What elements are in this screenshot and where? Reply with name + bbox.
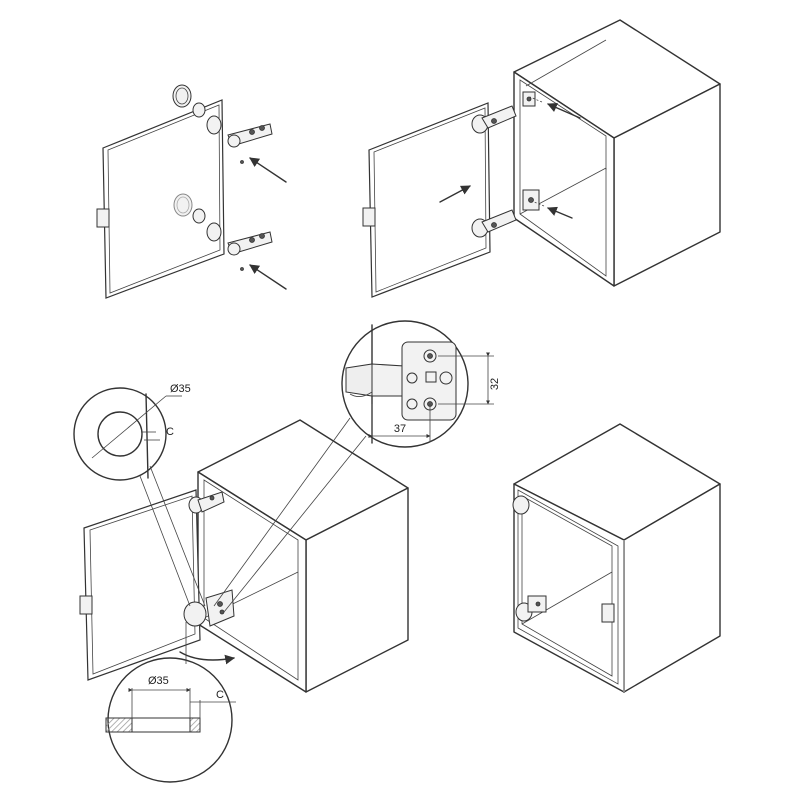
hinge-icon xyxy=(227,123,273,148)
detail-circle-cup-section: Ø35 C xyxy=(105,657,236,783)
insert-arrow-icon xyxy=(249,264,287,290)
hinge-cup-icon xyxy=(515,595,547,622)
cup-diameter-label: Ø35 xyxy=(148,675,169,687)
cup-hole xyxy=(206,115,222,135)
dimension-plate-offset: 37 xyxy=(368,404,431,442)
insert-arrow-icon xyxy=(249,157,287,183)
clearance-label: C xyxy=(166,426,174,438)
swing-arrow-icon xyxy=(179,651,235,665)
cup-hole xyxy=(206,222,222,242)
glass-door-panel xyxy=(368,102,491,298)
hinge-icon xyxy=(188,491,225,514)
hinge-icon xyxy=(471,105,517,134)
door-handle xyxy=(79,595,93,615)
glass-door-panel-open xyxy=(83,489,201,681)
mounting-plate xyxy=(522,91,536,107)
hinge-cup-icon xyxy=(512,495,530,515)
detail-circle-cup-top: Ø35 C xyxy=(73,383,191,481)
glass-door-panel xyxy=(102,99,225,299)
door-handle xyxy=(96,208,110,228)
cup-diameter-label: Ø35 xyxy=(170,383,191,395)
step-4-finished-cabinet xyxy=(512,423,721,693)
step-1-glass-door-hinges xyxy=(96,84,287,299)
insert-arrow-icon xyxy=(547,103,581,119)
hinge-icon xyxy=(471,209,517,238)
mounting-plate xyxy=(522,189,540,211)
plate-height-label: 32 xyxy=(489,378,501,390)
door-handle xyxy=(362,207,376,227)
glass-door-closed xyxy=(517,489,619,685)
step-2-attach-to-cabinet xyxy=(362,19,721,298)
door-handle xyxy=(601,603,615,623)
cabinet-body xyxy=(513,19,721,287)
move-arrow-icon xyxy=(439,185,471,203)
plate-offset-label: 37 xyxy=(394,423,406,435)
insert-arrow-icon xyxy=(547,206,573,219)
dimension-plate-height: 32 xyxy=(438,352,501,405)
hinge-cup-ring-icon xyxy=(173,193,193,217)
step-3-adjustment-details: Ø35 C 32 xyxy=(73,320,501,783)
detail-circle-mounting-plate xyxy=(341,320,469,448)
hinge-cup-ring-icon xyxy=(172,84,192,108)
hinge-icon xyxy=(183,589,235,627)
hinge-icon xyxy=(227,231,273,256)
clearance-label: C xyxy=(216,689,224,701)
cabinet-body xyxy=(197,419,409,693)
